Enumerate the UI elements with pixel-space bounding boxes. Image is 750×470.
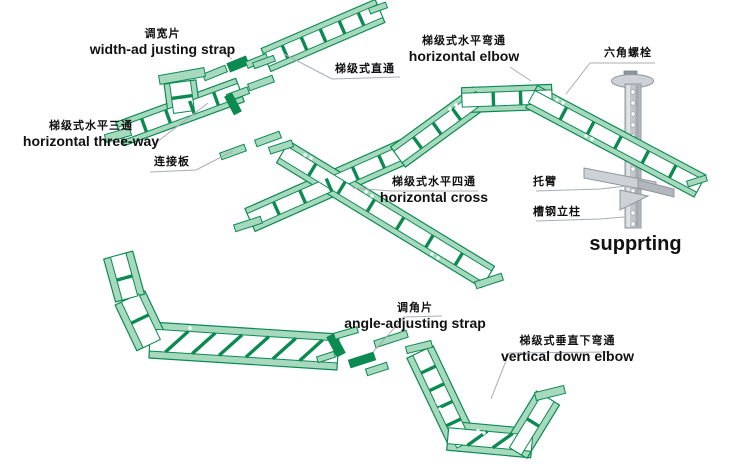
label-horizontal-elbow-en: horizontal elbow [408, 48, 520, 65]
label-horizontal-cross-zh: 梯级式水平四通 [392, 176, 476, 188]
label-channel-steel-column-zh: 槽钢立柱 [533, 206, 581, 218]
label-width-adjusting-strap: 调宽片 width-ad justing strap [55, 28, 270, 58]
label-straight-through: 梯级式直通 [325, 63, 405, 76]
label-angle-adjusting-strap: 调角片 angle-adjusting strap [330, 302, 500, 332]
label-bracket-arm: 托臂 [533, 176, 573, 189]
label-angle-adjusting-strap-en: angle-adjusting strap [344, 315, 486, 332]
leader-lines [149, 51, 655, 400]
label-horizontal-elbow: 梯级式水平弯通 horizontal elbow [400, 35, 528, 65]
label-supporting: supprting [578, 232, 693, 256]
label-straight-through-zh: 梯级式直通 [335, 63, 395, 75]
label-channel-steel-column: 槽钢立柱 [533, 206, 603, 219]
label-horizontal-three-way-zh: 梯级式水平三通 [49, 120, 133, 132]
label-hex-bolt: 六角螺栓 [592, 47, 664, 60]
label-horizontal-three-way-en: horizontal three-way [22, 133, 160, 150]
label-horizontal-elbow-zh: 梯级式水平弯通 [422, 35, 506, 47]
label-horizontal-three-way: 梯级式水平三通 horizontal three-way [10, 120, 172, 150]
cable-tray-artwork [103, 0, 709, 459]
label-hex-bolt-zh: 六角螺栓 [604, 47, 652, 59]
label-connection-plate-zh: 连接板 [154, 156, 190, 168]
label-width-adjusting-strap-zh: 调宽片 [144, 28, 181, 40]
label-vertical-down-elbow-zh: 梯级式垂直下弯通 [519, 335, 616, 347]
label-vertical-down-elbow: 梯级式垂直下弯通 vertical down elbow [495, 335, 640, 365]
label-vertical-down-elbow-en: vertical down elbow [500, 348, 635, 365]
label-horizontal-cross: 梯级式水平四通 horizontal cross [379, 176, 489, 206]
label-connection-plate: 连接板 [144, 156, 200, 169]
label-width-adjusting-strap-en: width-ad justing strap [89, 41, 236, 58]
label-horizontal-cross-en: horizontal cross [379, 189, 489, 206]
label-supporting-en: supprting [589, 233, 682, 255]
label-bracket-arm-zh: 托臂 [533, 176, 557, 188]
label-angle-adjusting-strap-zh: 调角片 [397, 302, 433, 314]
